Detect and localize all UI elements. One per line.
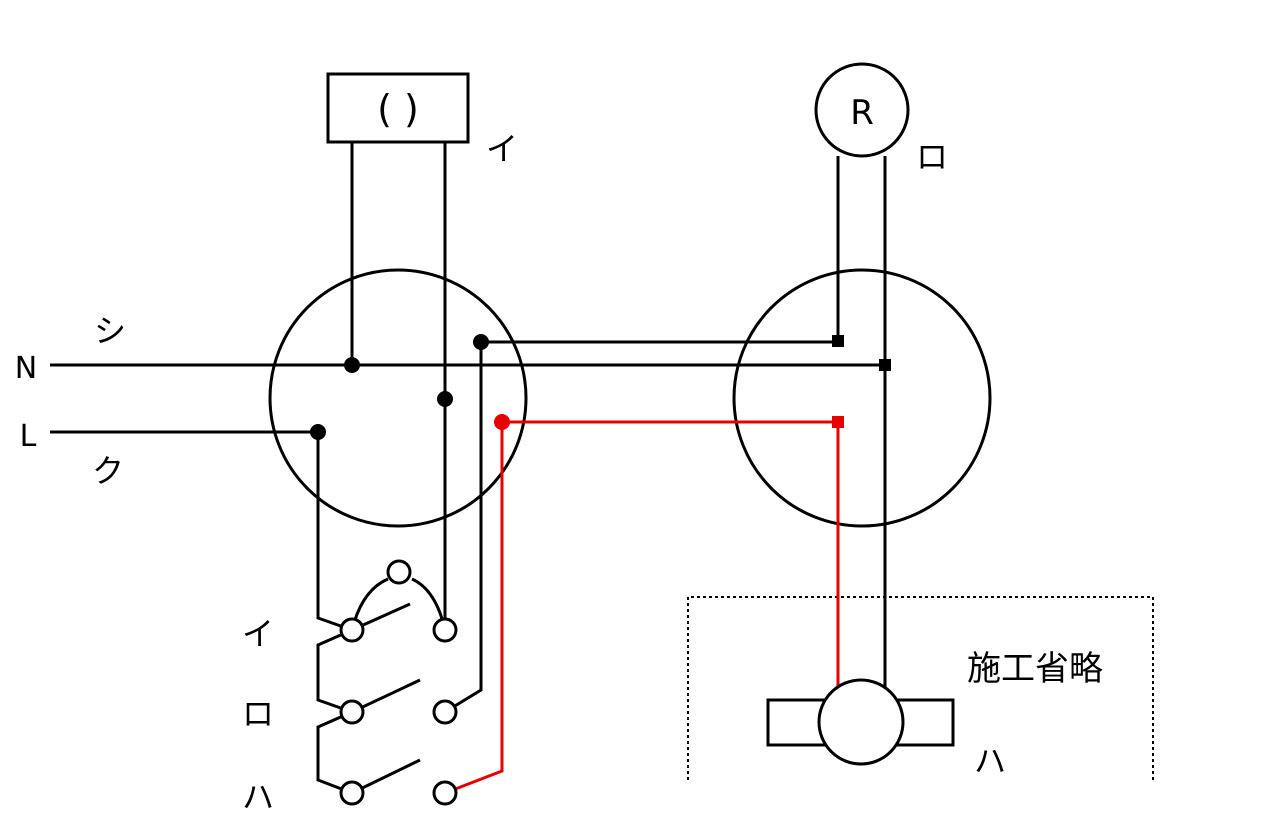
switch-ha-label: ハ xyxy=(242,778,274,816)
junction-dot-lamp-i xyxy=(437,391,453,407)
lamp-i-label: イ xyxy=(486,130,518,168)
omitted-area-label: 施工省略 xyxy=(967,649,1103,689)
switch-ro-blade xyxy=(351,678,421,714)
switch-i-left-terminal xyxy=(339,617,365,643)
junction-dot-ha-red xyxy=(494,414,510,430)
junction-dot-neutral xyxy=(344,357,360,373)
fan-label: ハ xyxy=(974,742,1006,780)
neutral-label: N xyxy=(15,351,37,386)
switch-ha-left-terminal xyxy=(339,780,365,806)
ku-label: ク xyxy=(92,452,124,490)
switch-i-right-terminal xyxy=(432,617,458,643)
switch-ro-left-terminal xyxy=(339,699,365,725)
lamp-r-symbol: R xyxy=(850,93,874,133)
junction-dot-line xyxy=(310,424,326,440)
switch-i-label: イ xyxy=(242,615,274,653)
terminal-square-ha-red xyxy=(832,416,844,428)
junction-box-right xyxy=(732,268,992,528)
line-label: L xyxy=(20,419,37,454)
switch-ha-right-terminal xyxy=(432,780,458,806)
junction-box-left xyxy=(268,268,528,528)
switch-ro-right-terminal xyxy=(432,699,458,725)
lamp-i-paren: ( ) xyxy=(377,87,419,131)
terminal-square-neutral xyxy=(879,359,891,371)
switch-i-pilot-lamp xyxy=(386,559,412,585)
omitted-area-boundary xyxy=(687,596,1154,780)
shi-label: シ xyxy=(94,312,126,350)
fan-circle xyxy=(817,678,905,766)
junction-dot-ro-return xyxy=(473,334,489,350)
lamp-r-circle xyxy=(814,62,910,158)
switch-ha-blade xyxy=(351,758,421,795)
switch-common-wire xyxy=(316,432,357,795)
switch-ro-label: ロ xyxy=(242,695,274,733)
terminal-square-r-left xyxy=(832,335,844,347)
lamp-r-label: ロ xyxy=(916,138,948,176)
lamp-i-box xyxy=(326,72,470,144)
ro-switch-return-wire xyxy=(444,340,838,714)
